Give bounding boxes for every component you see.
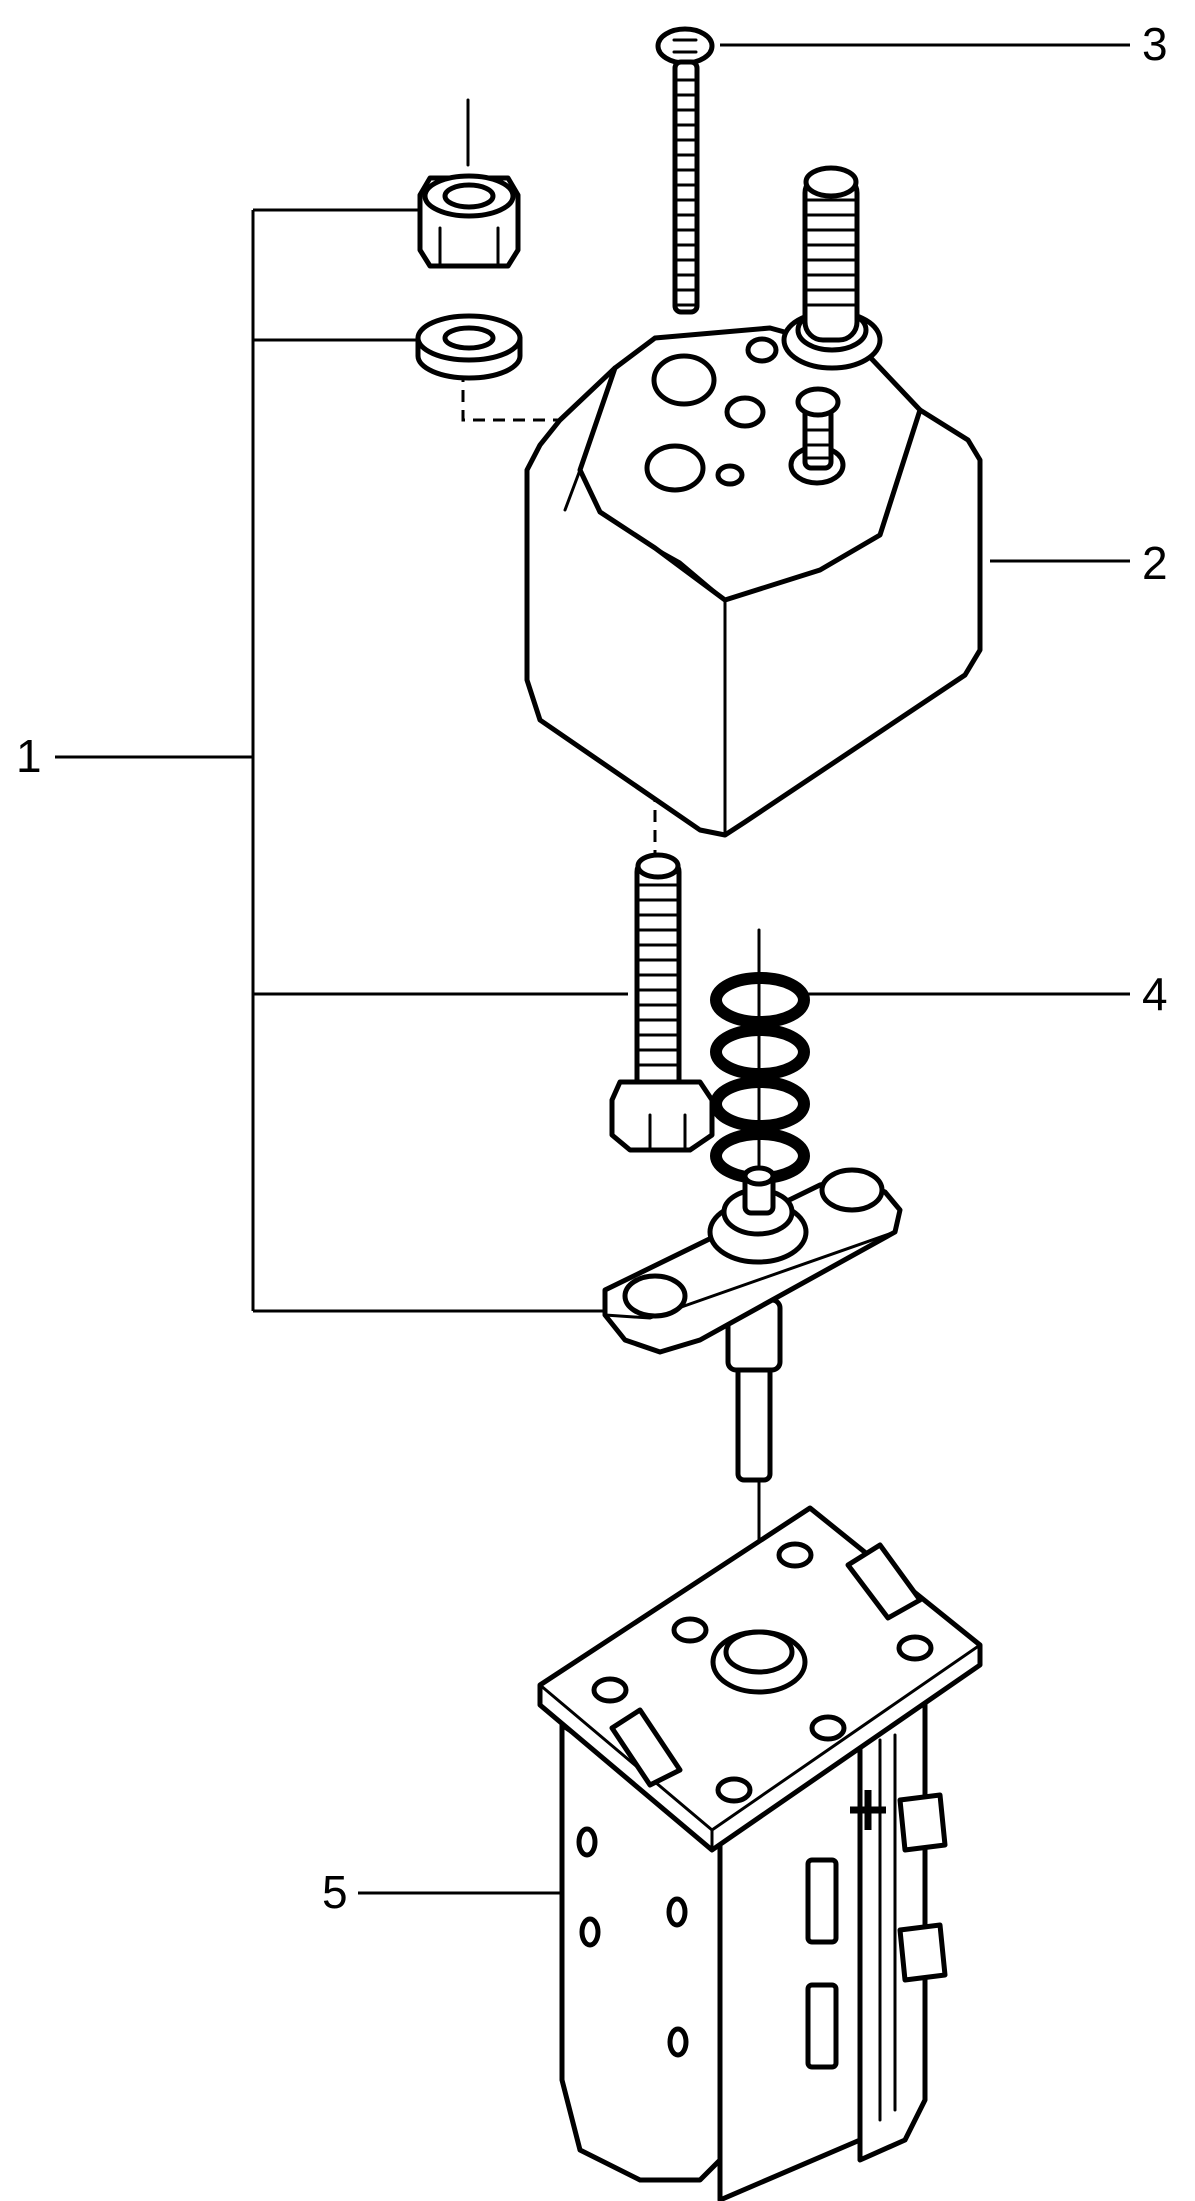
callout-1: 1 bbox=[16, 208, 628, 1313]
callout-3-number: 3 bbox=[1142, 18, 1168, 70]
callout-5: 5 bbox=[322, 1866, 562, 1918]
threaded-bolt bbox=[609, 852, 715, 1153]
callout-3: 3 bbox=[720, 18, 1168, 70]
contact-plunger-assembly bbox=[602, 1165, 903, 1483]
long-screw bbox=[655, 26, 715, 315]
washer bbox=[415, 313, 523, 381]
callout-4: 4 bbox=[800, 968, 1168, 1020]
return-spring bbox=[710, 972, 810, 1184]
lock-nut bbox=[417, 173, 521, 269]
callout-5-number: 5 bbox=[322, 1866, 348, 1918]
callout-2-number: 2 bbox=[1142, 537, 1168, 589]
callout-2: 2 bbox=[990, 537, 1168, 589]
callout-1-number: 1 bbox=[16, 730, 42, 782]
solenoid-base bbox=[537, 1505, 983, 2201]
callout-4-number: 4 bbox=[1142, 968, 1168, 1020]
solenoid-housing bbox=[524, 165, 983, 838]
